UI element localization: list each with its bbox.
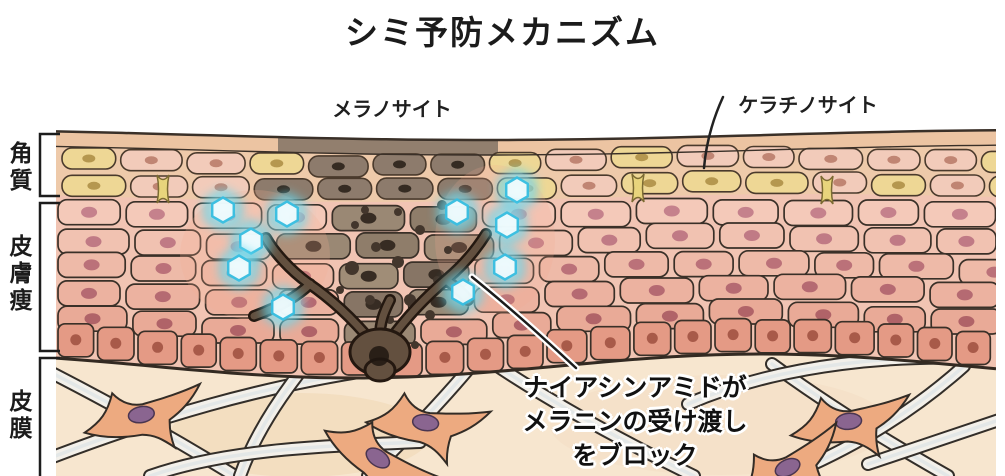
melanocyte: [248, 228, 492, 383]
bracket-stratum-corneum: [38, 132, 60, 198]
niacinamide-molecules: [204, 168, 536, 329]
melanocyte-label: メラノサイト: [332, 99, 452, 121]
annotation-niacinamide-block: ナイアシンアミドが メラニンの受け渡し をブロック: [495, 371, 775, 473]
bracket-epidermis: [38, 201, 60, 353]
keratinocyte-leader-line: [702, 95, 725, 170]
layer-brackets: [38, 132, 60, 476]
layer-label-epidermis: 皮膚痩: [6, 234, 32, 315]
annotation-line-2: メラニンの受け渡し: [522, 408, 748, 436]
desmosomes: [156, 173, 834, 205]
page-title: シミ予防メカニズム: [345, 14, 660, 51]
fibroblasts: [82, 381, 912, 476]
annotation-line-3: をブロック: [572, 442, 698, 470]
annotation-line-1: ナイアシンアミドが: [523, 374, 747, 402]
layer-label-stratum-corneum: 角質: [6, 141, 32, 195]
bracket-dermis: [38, 356, 60, 476]
annotation-leader-line: [470, 275, 578, 370]
layer-label-dermis: 皮膜: [6, 389, 32, 443]
keratinocyte-label: ケラチノサイト: [738, 95, 878, 117]
